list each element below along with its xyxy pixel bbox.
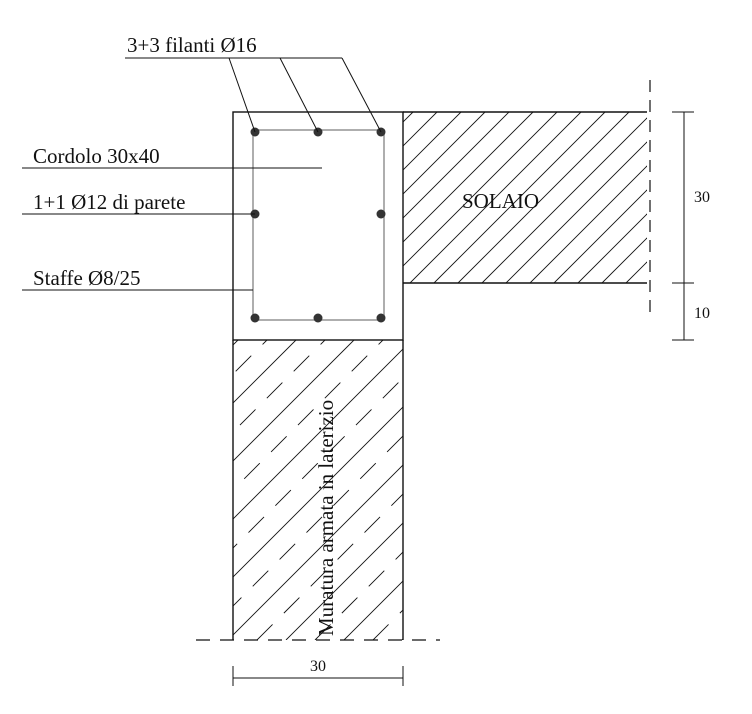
wall-label: Muratura armata in laterizio (314, 400, 338, 636)
hatch-line (505, 141, 647, 283)
hatch-line (403, 112, 558, 267)
horizontal-dimension (232, 666, 404, 686)
rebar-side-right (376, 209, 386, 219)
slab-label: SOLAIO (462, 189, 539, 213)
hatch-line (233, 464, 403, 636)
hatch-line (285, 522, 403, 640)
hatch-line (256, 493, 403, 640)
hatch-line (372, 609, 403, 640)
below-slab-dimension: 10 (694, 305, 710, 322)
hatch-line (403, 112, 462, 171)
wall-outline (232, 340, 404, 640)
leader-lines (22, 57, 382, 291)
slab-thickness-dimension: 30 (694, 189, 710, 206)
hatch-line (314, 551, 403, 640)
hatch-line (403, 112, 510, 219)
longitudinal-bars-label: 3+3 filanti Ø16 (127, 33, 257, 57)
hatch-line (457, 112, 630, 283)
hatch-line (553, 189, 647, 283)
slab-hatch (403, 112, 647, 283)
stirrups-label: Staffe Ø8/25 (33, 266, 141, 290)
ring-beam-outline (232, 111, 404, 341)
hatch-line (233, 340, 384, 491)
hatch-line (233, 340, 239, 346)
hatch-line (403, 112, 486, 195)
hatch-line (403, 112, 534, 243)
hatch-line (433, 112, 606, 283)
hatch-line (403, 112, 414, 123)
slab-outline (403, 111, 647, 284)
wall-dash-hatch (233, 340, 403, 640)
hatch-line (233, 340, 297, 404)
wall-width-dimension: 30 (310, 658, 326, 675)
hatch-line (233, 340, 326, 433)
hatch-line (403, 112, 438, 147)
hatch-line (233, 340, 355, 462)
wall-hatch (233, 340, 403, 640)
side-bars-label: 1+1 Ø12 di parete (33, 190, 185, 214)
hatch-line (343, 580, 403, 640)
rebar-bottom-middle (313, 313, 323, 323)
hatch-line (625, 261, 647, 283)
hatch-line (577, 213, 647, 283)
hatch-line (401, 638, 403, 640)
vertical-dimension (672, 111, 694, 341)
hatch-line (481, 117, 647, 283)
rebar-bottom-left (250, 313, 260, 323)
hatch-line (233, 406, 403, 578)
hatch-line (409, 112, 582, 283)
hatch-line (233, 348, 403, 520)
hatch-line (601, 237, 647, 283)
hatch-line (233, 340, 268, 375)
ring-beam-label: Cordolo 30x40 (33, 144, 160, 168)
hatch-line (529, 165, 647, 283)
rebars (250, 127, 386, 323)
hatch-line (233, 435, 403, 607)
hatch-line (233, 377, 403, 549)
stirrup (252, 129, 385, 321)
rebar-bottom-right (376, 313, 386, 323)
